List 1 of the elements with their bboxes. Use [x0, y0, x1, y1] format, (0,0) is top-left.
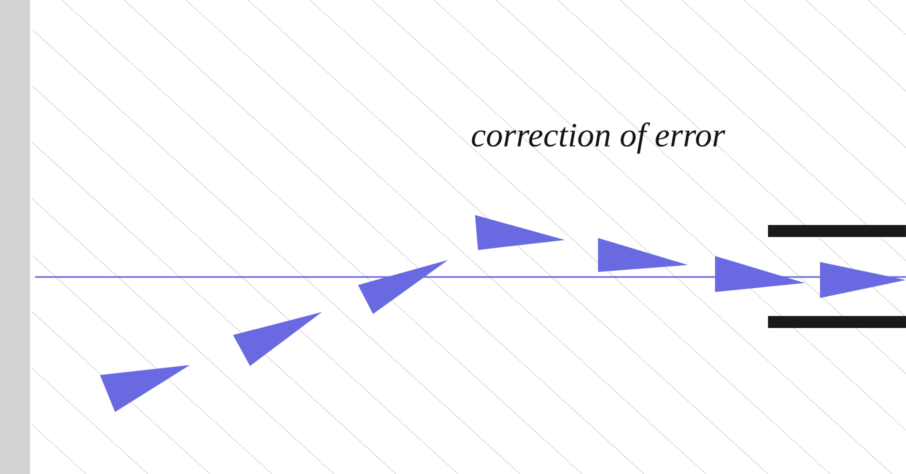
caption-text: correction of error	[472, 122, 726, 154]
